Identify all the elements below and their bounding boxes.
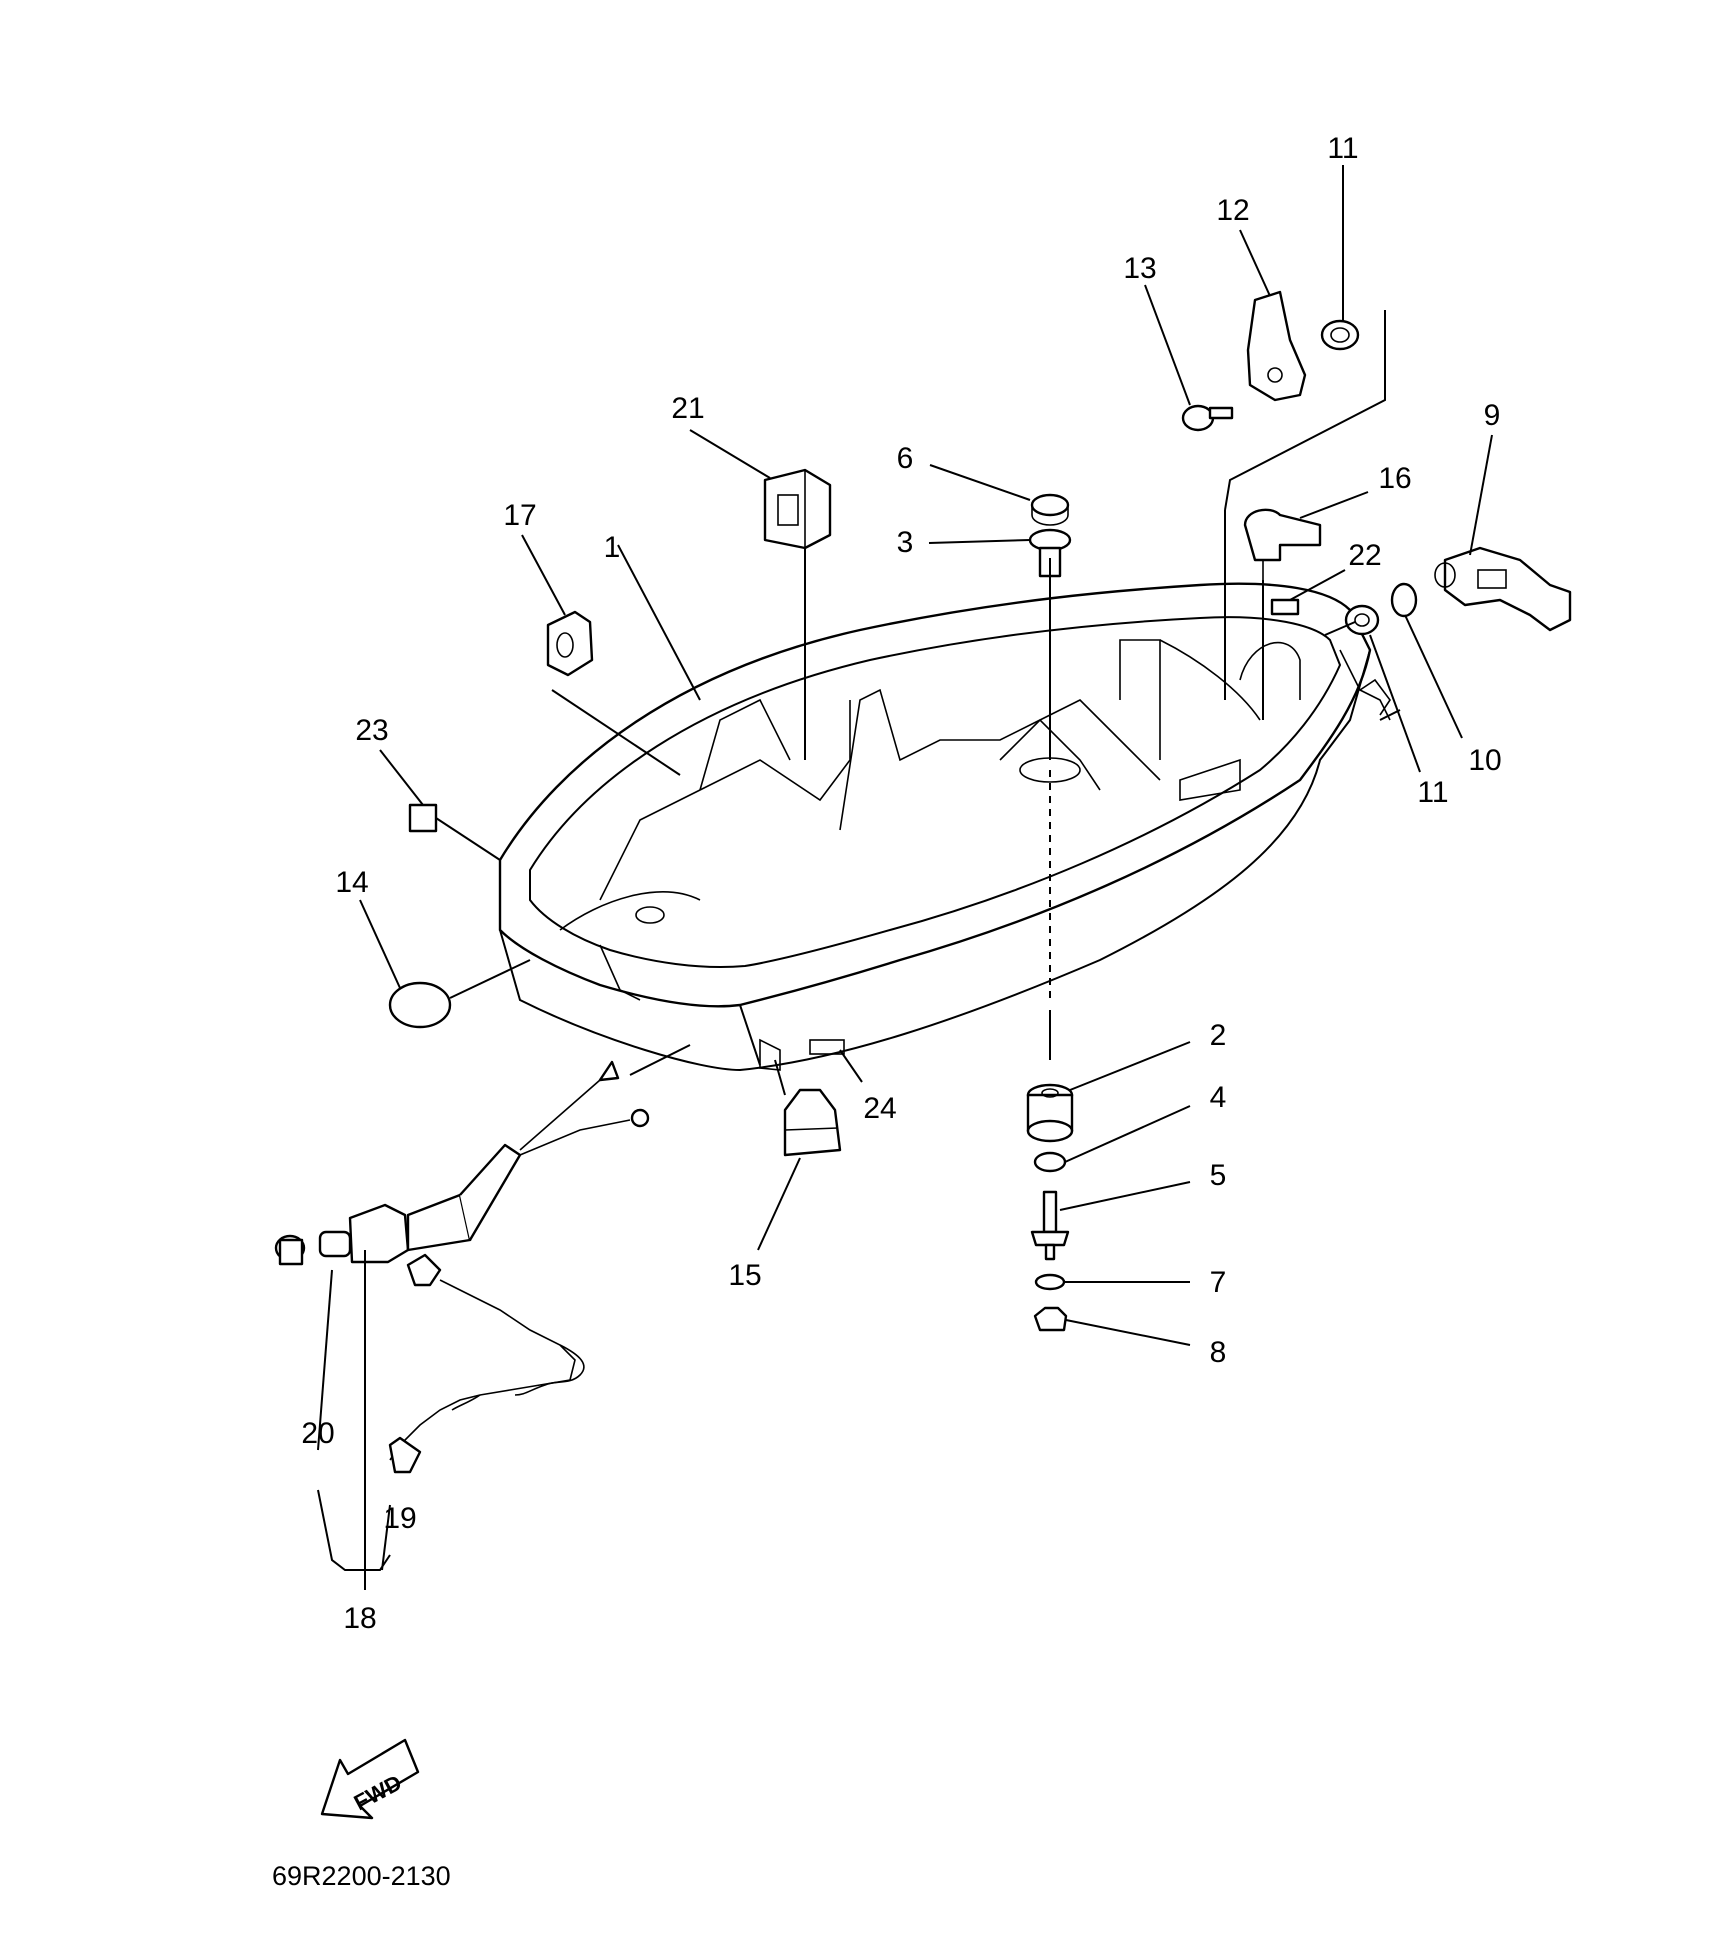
part-9-bracket [1434,546,1572,632]
part-4-washer [1033,1151,1067,1173]
part-23-label [408,803,438,833]
bottom-cowling-part [498,582,1391,1072]
callout-8: 8 [1210,1336,1227,1369]
callout-18: 18 [343,1602,376,1635]
part-17-grommet [546,610,594,677]
callout-13: 13 [1123,252,1156,285]
part-22-label [1270,598,1300,616]
callout-11-side: 11 [1417,776,1448,809]
part-6-nut [1030,493,1070,526]
part-8-nut [1033,1306,1068,1332]
callout-12: 12 [1216,194,1249,227]
diagram-code: 69R2200-2130 [272,1861,451,1891]
callout-5: 5 [1210,1159,1227,1192]
part-15-boot [783,1088,842,1157]
part-16-lever [1243,508,1322,580]
part-10-washer [1390,582,1418,618]
callout-24: 24 [863,1092,896,1125]
callout-3: 3 [897,526,914,559]
callout-20: 20 [301,1417,334,1450]
callout-6: 6 [897,442,914,475]
callout-4: 4 [1210,1081,1227,1114]
part-7-washer [1034,1273,1066,1291]
callout-17: 17 [503,499,536,532]
part-14-cap [388,981,452,1029]
callout-23: 23 [355,714,388,747]
callout-numbers: 1 2 3 4 5 6 7 8 9 10 11 11 12 13 14 15 1… [301,132,1501,1635]
callout-11-top: 11 [1327,132,1358,165]
callout-2: 2 [1210,1019,1227,1052]
part-19-lanyard [388,1253,585,1474]
callout-9: 9 [1484,399,1501,432]
callout-15: 15 [728,1259,761,1292]
callout-22: 22 [1348,539,1381,572]
part-11-grommet-side [1344,604,1380,636]
part-2-mount-rubber [1026,1083,1074,1143]
callout-19: 19 [383,1502,416,1535]
assembly-guide-lines [435,310,1401,1096]
part-11-grommet-top [1320,319,1360,351]
callout-10: 10 [1468,744,1501,777]
fwd-arrow-icon: FWD [320,1738,420,1820]
callout-14: 14 [335,866,368,899]
callout-1: 1 [604,531,621,564]
part-20-cap [274,1234,306,1266]
callout-leaders [317,165,1493,1590]
part-18-stop-switch [318,1060,650,1264]
part-12-plate [1246,290,1307,402]
part-13-bolt [1181,404,1234,432]
callout-21: 21 [671,392,704,425]
part-5-stud [1030,1190,1070,1261]
part-21-grommet [763,468,832,550]
callout-16: 16 [1378,462,1411,495]
callout-7: 7 [1210,1266,1227,1299]
